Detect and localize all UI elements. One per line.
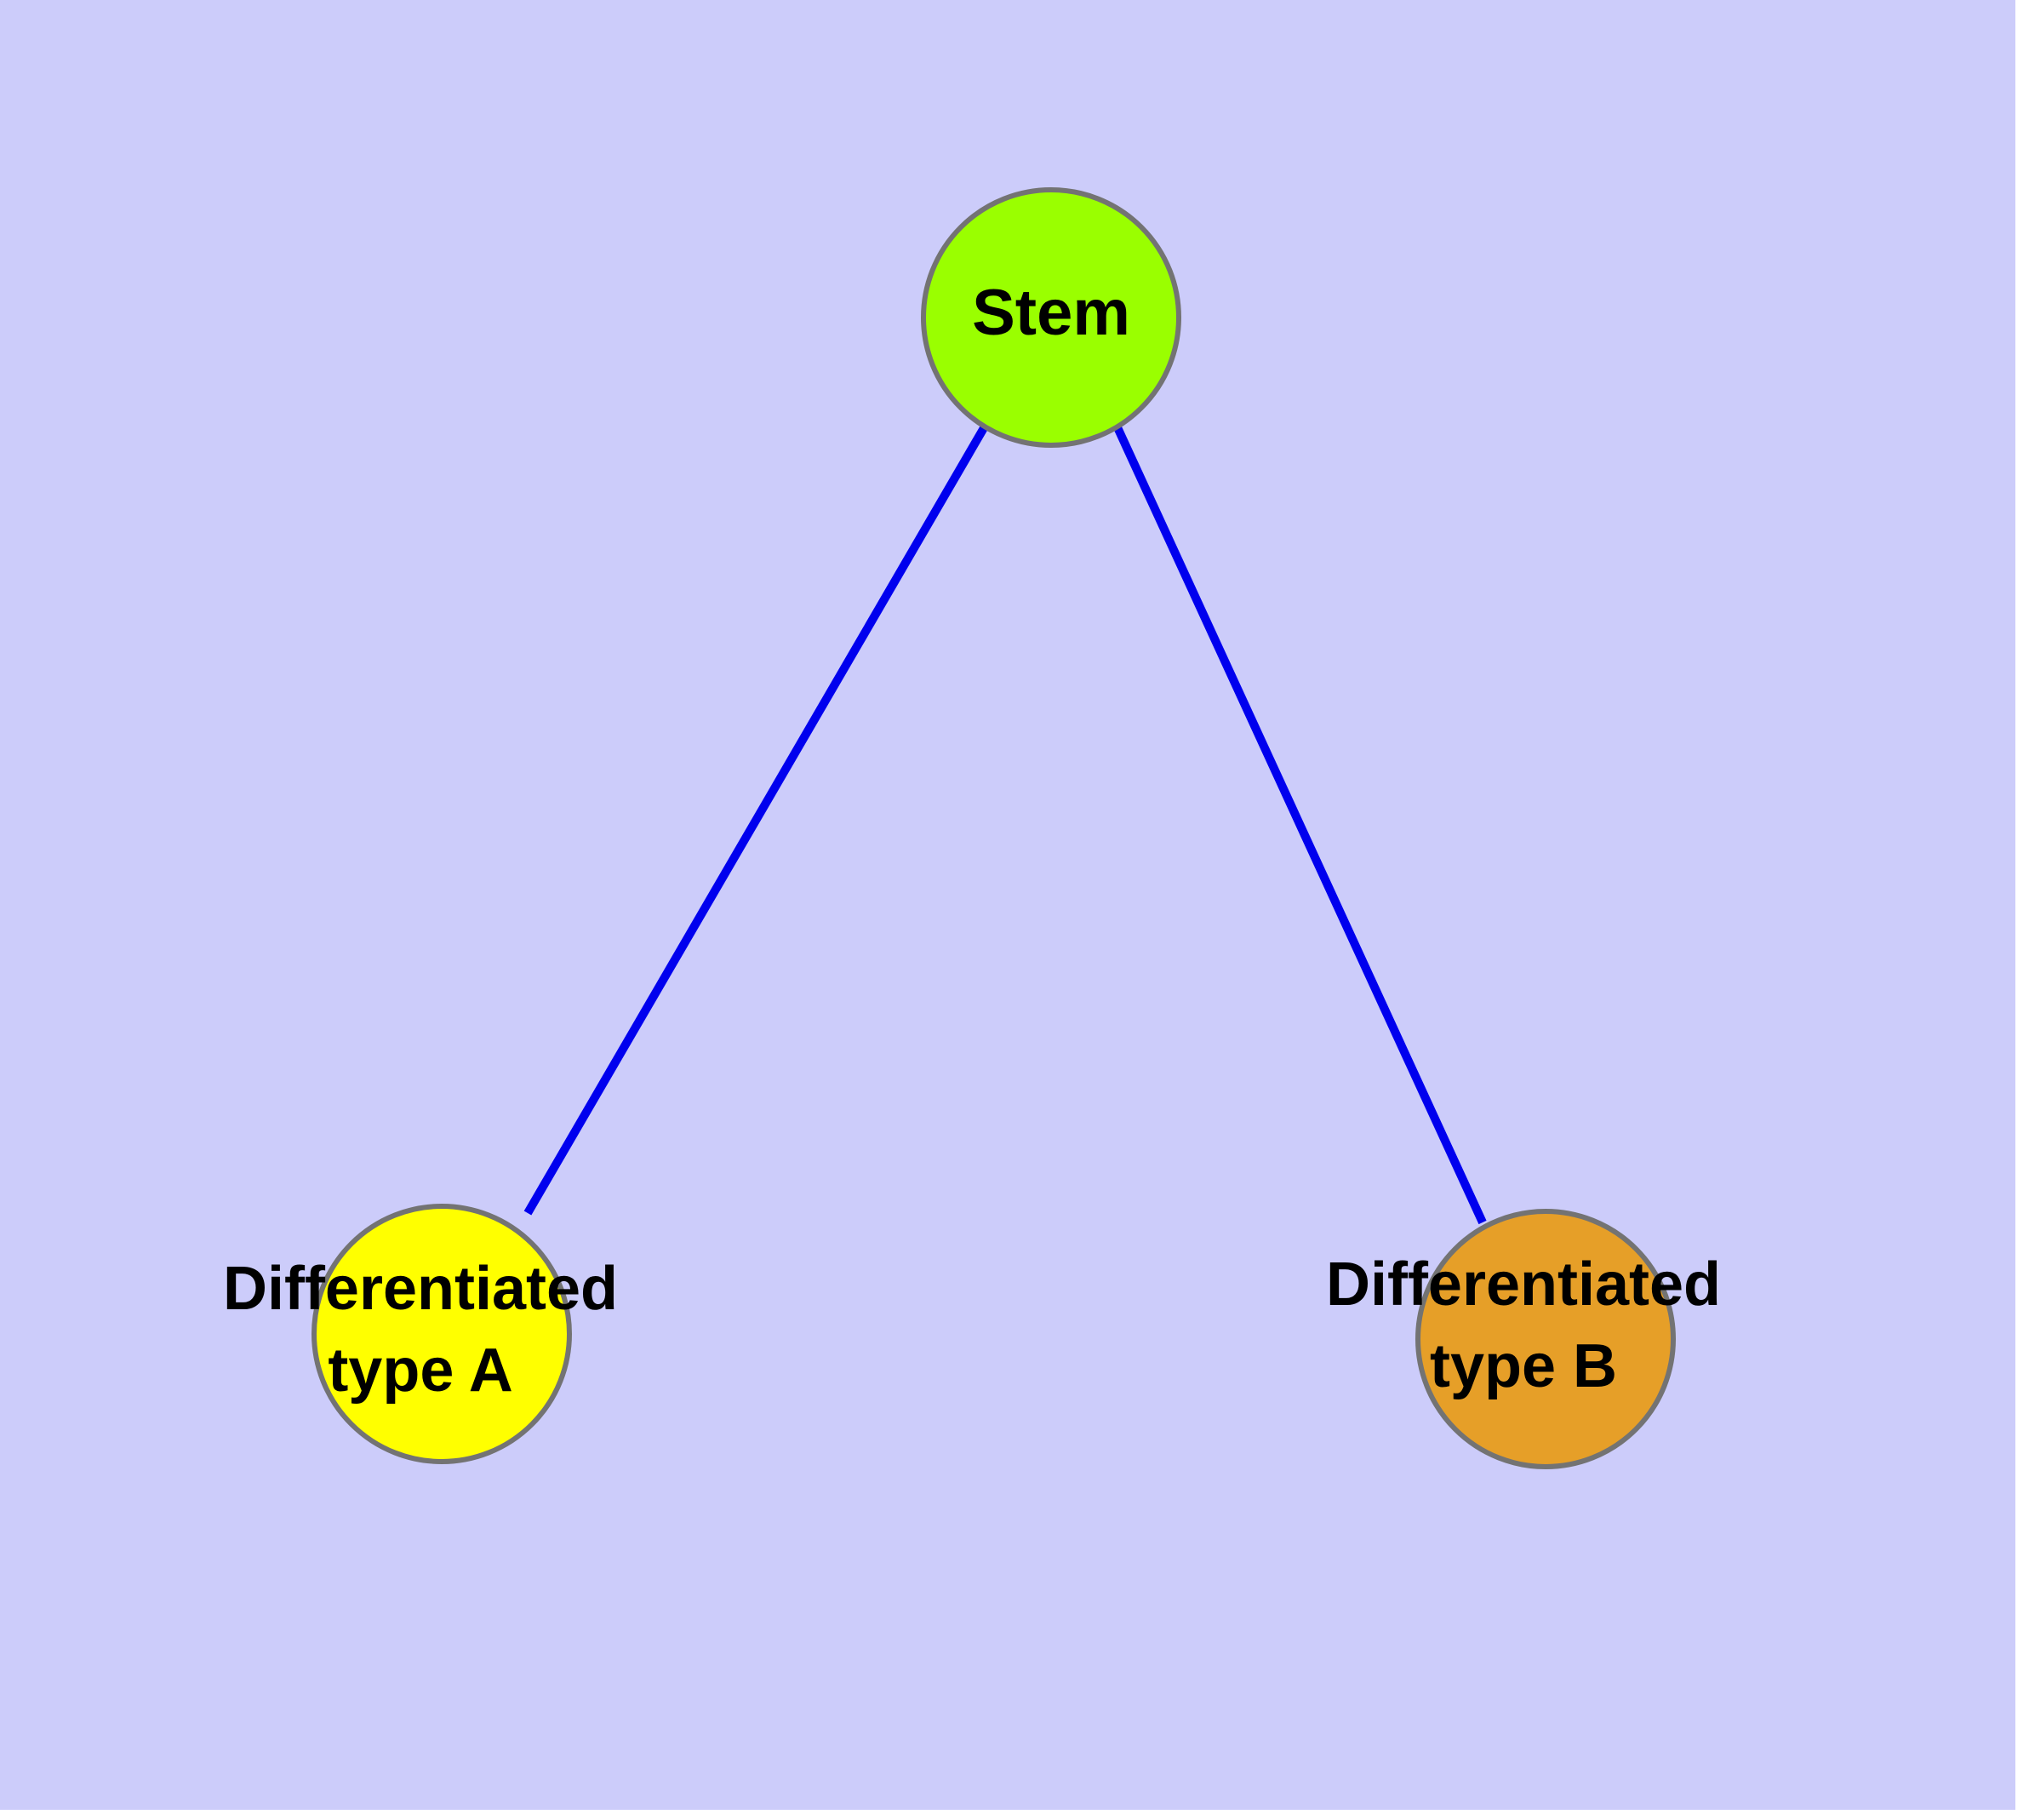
- node-differentiated-type-b-label-line-2: type B: [1430, 1332, 1617, 1400]
- edge-layer: [523, 423, 1487, 1225]
- node-differentiated-type-b-label-line-1: Differentiated: [1326, 1251, 1721, 1319]
- node-differentiated-type-b-label: Differentiated type B: [1326, 1251, 1721, 1400]
- node-differentiated-type-b-circle[interactable]: [1415, 1209, 1676, 1469]
- label-layer: Stem Differentiated type A Differentiate…: [223, 277, 1721, 1405]
- node-stem-label: Stem: [972, 277, 1130, 349]
- node-differentiated-type-b[interactable]: [1415, 1209, 1676, 1469]
- node-stem-circle[interactable]: [921, 187, 1181, 448]
- node-differentiated-type-a-circle[interactable]: [311, 1204, 572, 1464]
- node-differentiated-type-a[interactable]: [311, 1204, 572, 1464]
- edge-stem-to-differentiated-type-a[interactable]: [523, 424, 989, 1216]
- node-differentiated-type-a-label: Differentiated type A: [223, 1255, 618, 1405]
- node-stem[interactable]: [921, 187, 1181, 448]
- node-differentiated-type-a-label-line-2: type A: [328, 1336, 512, 1405]
- node-layer: [311, 187, 1676, 1469]
- edge-stem-to-differentiated-type-b[interactable]: [1112, 423, 1487, 1225]
- node-differentiated-type-a-label-line-1: Differentiated: [223, 1255, 618, 1323]
